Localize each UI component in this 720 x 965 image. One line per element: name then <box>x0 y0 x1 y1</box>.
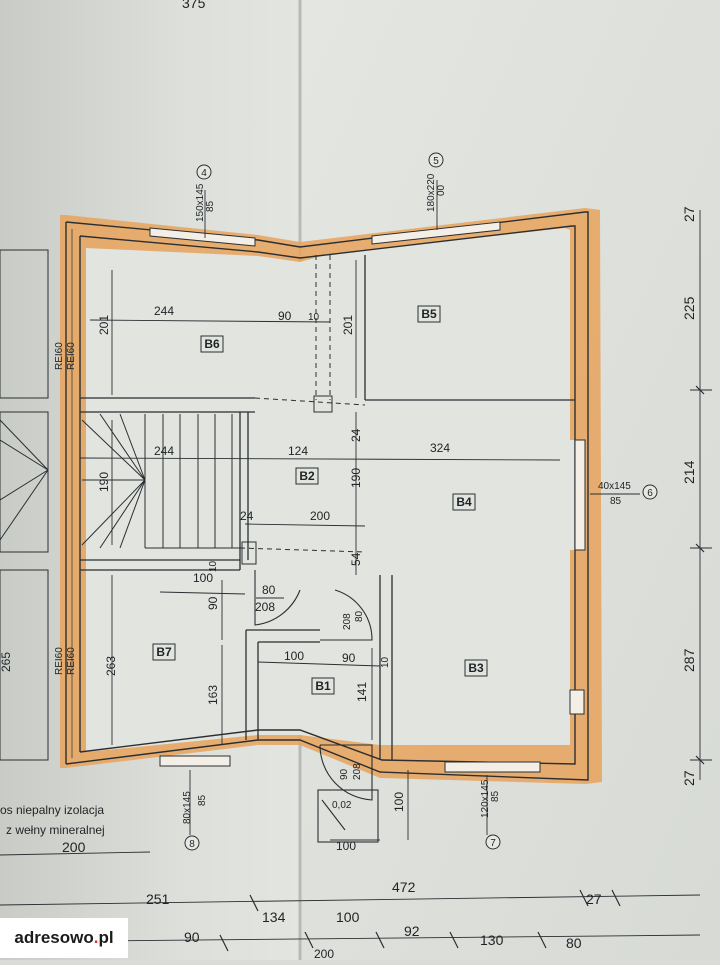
door-2-width: 80 <box>354 610 365 622</box>
dim-entrance-100-vertical: 100 <box>392 792 406 812</box>
dim-b7-90: 90 <box>206 596 220 610</box>
dim-row-134: 134 <box>262 909 286 925</box>
window-4-sill: 85 <box>205 200 216 212</box>
dim-b2-190: 190 <box>349 468 363 488</box>
dim-bottom-472: 472 <box>392 879 416 895</box>
window-8-size: 80x145 <box>182 791 193 824</box>
brand-tld: pl <box>98 928 114 947</box>
rei60-label-lower-2: REI60 <box>66 647 77 675</box>
brand-name: adresowo <box>14 928 94 947</box>
dim-b2-124: 124 <box>288 444 308 458</box>
dim-left-cut: 265 <box>0 652 13 672</box>
dim-right-225: 225 <box>681 296 697 320</box>
room-b7: B7 <box>156 645 172 659</box>
doors <box>254 570 379 843</box>
brand-watermark: adresowo.pl <box>0 918 128 958</box>
dim-row-90: 90 <box>184 929 200 945</box>
room-interiors <box>86 228 575 752</box>
staircase <box>81 413 240 549</box>
dim-bottom-251: 251 <box>146 891 170 907</box>
interior-walls <box>80 255 575 760</box>
note-line-2: z wełny mineralnej <box>6 823 105 837</box>
dim-b1-100: 100 <box>284 649 304 663</box>
dim-b5-201: 201 <box>341 315 355 335</box>
window-8-number: 8 <box>189 839 195 850</box>
dim-row-100: 100 <box>336 909 360 925</box>
dim-b2-54: 54 <box>349 552 363 566</box>
dim-b7-100: 100 <box>193 571 213 585</box>
dim-b1-90: 90 <box>342 651 356 665</box>
dim-top-375: 375 <box>182 0 206 11</box>
window-6-size: 40x145 <box>598 481 631 492</box>
dim-b6-244: 244 <box>154 304 174 318</box>
door-1-width: 80 <box>262 583 276 597</box>
window-frames <box>149 221 586 773</box>
window-8-sill: 85 <box>197 794 208 806</box>
dim-right-287: 287 <box>681 648 697 672</box>
window-tags <box>184 152 658 851</box>
dim-row-130: 130 <box>480 932 504 948</box>
dim-b6-10: 10 <box>308 312 320 323</box>
dim-b7-163: 163 <box>206 685 220 705</box>
window-4-number: 4 <box>201 168 207 179</box>
door-1-height: 208 <box>255 600 275 614</box>
column-box <box>241 541 257 565</box>
room-b1: B1 <box>315 679 331 693</box>
room-b4: B4 <box>456 495 472 509</box>
dim-entrance-002: 0,02 <box>332 800 352 811</box>
door-3-width: 90 <box>339 768 350 780</box>
dim-b4-324: 324 <box>430 441 450 455</box>
room-b2: B2 <box>299 469 315 483</box>
brand-dot: . <box>93 928 99 947</box>
dim-b1-10: 10 <box>380 656 391 668</box>
room-b6: B6 <box>204 337 220 351</box>
window-7-size: 120x145 <box>480 779 491 818</box>
door-2-height: 208 <box>342 613 353 630</box>
dashed-lines <box>239 255 366 553</box>
room-tag-boxes <box>152 305 488 695</box>
dim-stair-190: 190 <box>97 472 111 492</box>
dim-hall-24: 24 <box>240 509 254 523</box>
dim-hall-200: 200 <box>310 509 330 523</box>
neighbour-stair <box>0 249 49 761</box>
window-7-sill: 85 <box>490 790 501 802</box>
dim-row-80: 80 <box>566 935 582 951</box>
rei60-label-upper: REI60 <box>54 342 65 370</box>
dim-stair-244: 244 <box>154 444 174 458</box>
window-5-number: 5 <box>433 156 439 167</box>
note-line-1: os niepalny izolacja <box>0 803 104 817</box>
window-7-number: 7 <box>490 838 496 849</box>
door-3-height: 208 <box>352 763 363 780</box>
window-6-sill: 85 <box>610 496 622 507</box>
dim-entrance-100: 100 <box>336 839 356 853</box>
rei60-label-lower: REI60 <box>54 647 65 675</box>
dim-b6-201: 201 <box>97 315 111 335</box>
dim-b7-263: 263 <box>104 656 118 676</box>
chimney-box <box>313 395 333 413</box>
dim-row-200: 200 <box>314 947 334 960</box>
dimension-ticks <box>219 385 705 952</box>
room-b3: B3 <box>468 661 484 675</box>
window-5-size: 180x220 <box>426 173 437 212</box>
dim-bottom-27: 27 <box>586 891 602 907</box>
dim-b1-141: 141 <box>355 682 369 702</box>
dim-b7-10: 10 <box>208 560 219 572</box>
dim-bottom-200: 200 <box>62 839 86 855</box>
dim-right-27-top: 27 <box>681 206 697 222</box>
dim-right-27-bottom: 27 <box>681 770 697 786</box>
rei60-label-upper-2: REI60 <box>66 342 77 370</box>
room-b5: B5 <box>421 307 437 321</box>
window-5-sill: 00 <box>436 184 447 196</box>
dim-b2-24: 24 <box>349 428 363 442</box>
dim-right-214: 214 <box>681 460 697 484</box>
dim-row-92: 92 <box>404 923 420 939</box>
dim-b6-90: 90 <box>278 309 292 323</box>
window-6-number: 6 <box>647 488 653 499</box>
window-4-size: 150x145 <box>195 183 206 222</box>
